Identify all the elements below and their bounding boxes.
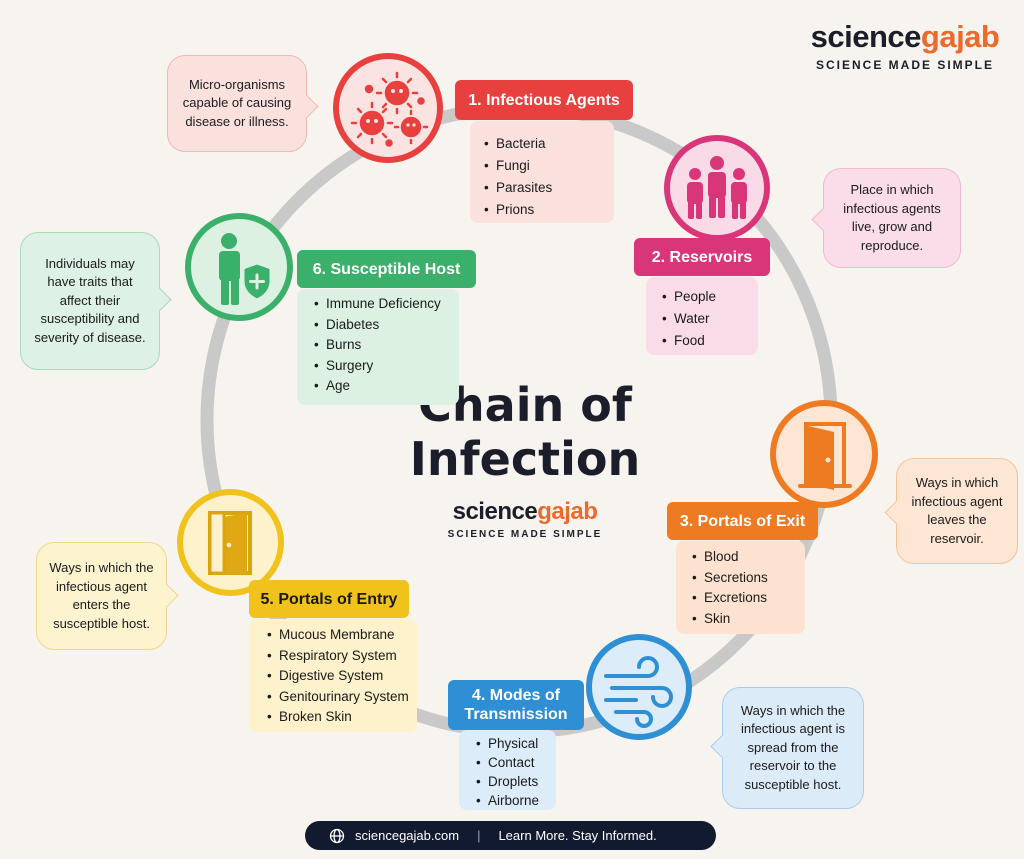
step4-list: Physical Contact Droplets Airborne [459, 730, 556, 810]
list-item: People [662, 286, 758, 308]
footer-message: Learn More. Stay Informed. [498, 828, 657, 843]
globe-icon [329, 828, 345, 844]
step5-description-bubble: Ways in which the infectious agent enter… [36, 542, 179, 650]
list-item: Fungi [484, 155, 614, 177]
footer-bar: sciencegajab.com | Learn More. Stay Info… [305, 821, 716, 850]
step2-list: People Water Food [646, 277, 758, 355]
step3-description: Ways in which infectious agent leaves th… [911, 475, 1003, 546]
brand-logo-center: sciencegajab SCIENCE MADE SIMPLE [432, 498, 618, 540]
list-item: Immune Deficiency [314, 294, 459, 315]
list-item: Secretions [692, 568, 805, 589]
virus-icon [333, 53, 443, 163]
step1-list: Bacteria Fungi Parasites Prions [470, 121, 614, 223]
step4-header: 4. Modes of Transmission [448, 680, 584, 730]
list-item: Excretions [692, 588, 805, 609]
list-item: Genitourinary System [267, 687, 417, 708]
step6-header: 6. Susceptible Host [297, 250, 476, 288]
footer-website-link[interactable]: sciencegajab.com [355, 828, 460, 843]
brand-part2: gajab [537, 498, 598, 525]
list-item: Surgery [314, 356, 459, 377]
step4-header-line2: Transmission [464, 706, 568, 723]
brand-part1: science [452, 498, 538, 525]
door-entry-icon [177, 489, 284, 596]
step6-list: Immune Deficiency Diabetes Burns Surgery… [297, 289, 459, 405]
step5-list: Mucous Membrane Respiratory System Diges… [249, 619, 417, 732]
list-item: Food [662, 330, 758, 352]
list-item: Age [314, 376, 459, 397]
brand-tagline: SCIENCE MADE SIMPLE [447, 529, 603, 540]
wind-icon [586, 634, 692, 740]
brand-tagline: SCIENCE MADE SIMPLE [815, 58, 994, 72]
step3-header: 3. Portals of Exit [667, 502, 818, 540]
step6-description: Individuals may have traits that affect … [34, 255, 146, 345]
door-exit-icon [770, 400, 878, 508]
step4-description-bubble: Ways in which the infectious agent is sp… [710, 687, 864, 809]
brand-part2: gajab [920, 19, 1000, 54]
list-item: Respiratory System [267, 646, 417, 667]
step3-description-bubble: Ways in which infectious agent leaves th… [884, 458, 1018, 564]
step2-header: 2. Reservoirs [634, 238, 770, 276]
list-item: Physical [476, 734, 556, 753]
list-item: Parasites [484, 177, 614, 199]
list-item: Broken Skin [267, 707, 417, 728]
list-item: Mucous Membrane [267, 625, 417, 646]
list-item: Diabetes [314, 315, 459, 336]
title-line2: Infection [409, 432, 641, 486]
step2-description: Place in which infectious agents live, g… [843, 182, 941, 253]
step1-header: 1. Infectious Agents [455, 80, 633, 120]
footer-separator: | [477, 828, 481, 843]
step1-description: Micro-organisms capable of causing disea… [182, 76, 292, 129]
step5-description: Ways in which the infectious agent enter… [49, 560, 154, 631]
step5-header: 5. Portals of Entry [249, 580, 409, 618]
step3-list: Blood Secretions Excretions Skin [676, 541, 805, 634]
people-icon [664, 135, 770, 241]
list-item: Water [662, 308, 758, 330]
list-item: Blood [692, 547, 805, 568]
step4-header-line1: 4. Modes of [471, 687, 560, 704]
step1-description-bubble: Micro-organisms capable of causing disea… [167, 55, 319, 152]
step6-description-bubble: Individuals may have traits that affect … [20, 232, 172, 370]
list-item: Contact [476, 753, 556, 772]
list-item: Skin [692, 609, 805, 630]
list-item: Airborne [476, 791, 556, 810]
list-item: Bacteria [484, 133, 614, 155]
page-title: Chain of Infection [400, 378, 650, 486]
list-item: Prions [484, 199, 614, 221]
step2-description-bubble: Place in which infectious agents live, g… [811, 168, 961, 268]
brand-part1: science [810, 19, 922, 54]
step4-description: Ways in which the infectious agent is sp… [740, 702, 846, 792]
person-shield-icon [185, 213, 293, 321]
list-item: Digestive System [267, 666, 417, 687]
brand-logo-top: sciencegajab SCIENCE MADE SIMPLE [800, 18, 1010, 72]
list-item: Droplets [476, 772, 556, 791]
list-item: Burns [314, 335, 459, 356]
